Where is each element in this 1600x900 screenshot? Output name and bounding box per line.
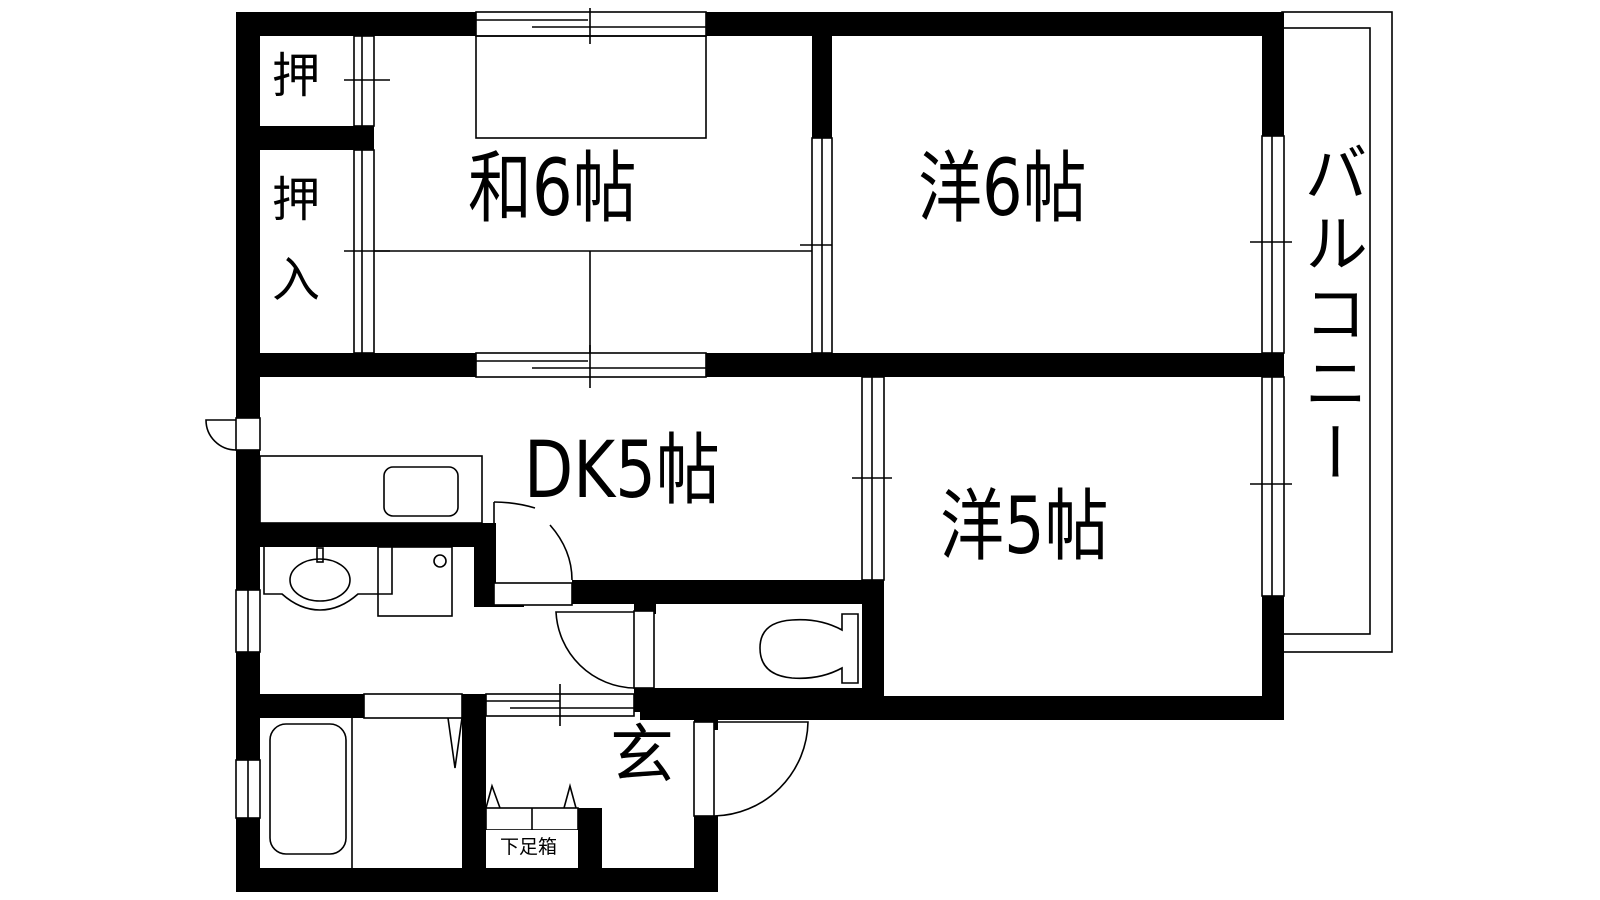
room-label-youshitsu5: 洋5帖 (940, 482, 1109, 572)
tatami-lines (374, 35, 812, 353)
shoe-box (485, 782, 579, 868)
toilet-bowl (759, 613, 859, 684)
kitchen-counter (259, 455, 483, 524)
room-label-genkan: 玄 (610, 719, 674, 793)
outer-walls (236, 12, 1284, 892)
windows (235, 8, 1292, 819)
room-label-balcony: バルコニー (1293, 140, 1367, 490)
room-label-youshitsu6: 洋6帖 (918, 144, 1087, 234)
closet-label-top: 押 (272, 48, 321, 104)
room-label-washitsu: 和6帖 (468, 144, 637, 234)
wash-basin (263, 547, 393, 611)
interior-walls (236, 36, 1284, 892)
room-label-dk: DK5帖 (524, 426, 720, 516)
shoe-box-label: 下足箱 (500, 836, 558, 858)
bathtub (269, 717, 463, 868)
doors (205, 417, 809, 817)
closet-label-oshiire-1: 押 (272, 172, 321, 228)
closet-label-oshiire-2: 入 (272, 252, 321, 308)
washing-machine (377, 546, 453, 617)
